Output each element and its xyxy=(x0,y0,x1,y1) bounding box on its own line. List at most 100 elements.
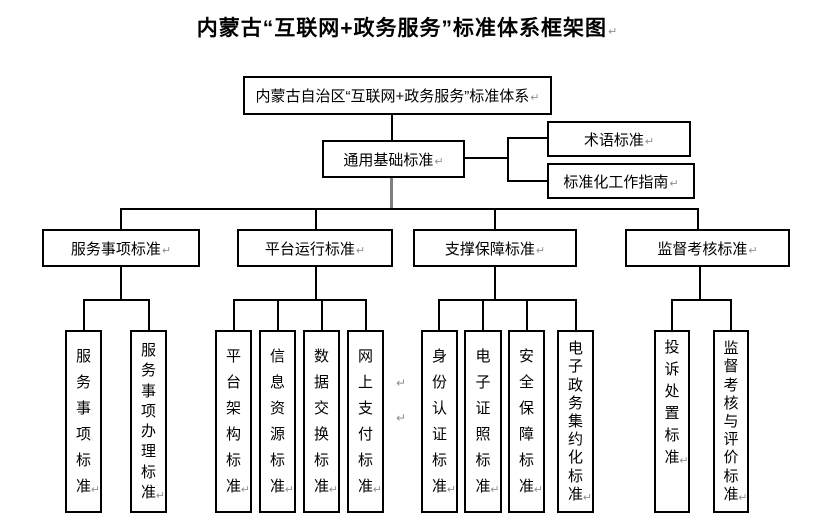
paragraph-mark: ↵ xyxy=(434,155,444,168)
vertical-char: 标 xyxy=(225,452,241,469)
vertical-char: 照 xyxy=(475,426,491,443)
vertical-char: 标 xyxy=(140,463,156,481)
vertical-char: 证 xyxy=(431,426,447,443)
node-root-label: 内蒙古自治区“互联网+政务服务”标准体系 xyxy=(255,88,530,105)
vertical-char: 数 xyxy=(313,348,329,365)
paragraph-mark: ↵ xyxy=(240,484,250,496)
node-electronic-license: 电子证照标准↵ xyxy=(464,330,502,513)
vertical-char: 务 xyxy=(75,374,91,391)
connector-line xyxy=(438,299,440,331)
vertical-char: 政 xyxy=(567,376,583,394)
vertical-char: 准↵ xyxy=(431,478,456,496)
connector-line xyxy=(438,299,577,301)
connector-line xyxy=(671,299,732,301)
paragraph-mark: ↵ xyxy=(669,177,679,190)
node-service-items-standards: 服务事项标准↵ xyxy=(42,229,200,267)
vertical-char: 化 xyxy=(567,449,583,467)
node-online-payment: 网上支付标准↵ xyxy=(347,330,384,513)
vertical-char: 集 xyxy=(567,412,583,430)
connector-line xyxy=(315,208,317,230)
connector-line xyxy=(507,137,509,182)
connector-line xyxy=(494,208,496,230)
vertical-char: 准↵ xyxy=(75,478,100,496)
vertical-char: 办 xyxy=(140,423,156,441)
paragraph-mark: ↵ xyxy=(535,244,546,257)
node-service-items: 服务事项标准↵ xyxy=(65,330,102,513)
vertical-char: 资 xyxy=(269,400,285,417)
connector-line xyxy=(482,299,484,331)
node-standardization-guide-label: 标准化工作指南 xyxy=(563,173,669,191)
vertical-char: 价 xyxy=(723,449,739,467)
node-service-items-handling: 服务事项办理标准↵ xyxy=(130,330,167,513)
vertical-char: 服 xyxy=(75,348,91,365)
vertical-char: 源 xyxy=(269,426,285,443)
vertical-char: 务 xyxy=(567,394,583,412)
vertical-char: 考 xyxy=(723,376,739,394)
vertical-char: 准↵ xyxy=(518,478,543,496)
connector-line xyxy=(699,267,701,301)
vertical-char: 份 xyxy=(431,374,447,391)
node-general-standards: 通用基础标准↵ xyxy=(322,140,465,178)
vertical-char: 准↵ xyxy=(664,449,689,467)
paragraph-mark: ↵ xyxy=(679,455,689,467)
vertical-char: 保 xyxy=(518,400,534,417)
paragraph-mark: ↵ xyxy=(533,484,543,496)
vertical-char: 核 xyxy=(723,394,739,412)
connector-line xyxy=(507,137,547,139)
vertical-char: 监 xyxy=(723,340,739,358)
connector-line xyxy=(671,299,673,331)
node-support-guarantee-standards: 支撑保障标准↵ xyxy=(413,229,577,267)
node-egov-intensification: 电子政务集约化标准↵ xyxy=(557,330,594,513)
connector-line xyxy=(148,299,150,331)
node-platform-operation-standards: 平台运行标准↵ xyxy=(237,229,393,267)
paragraph-mark: ↵ xyxy=(748,244,758,257)
vertical-char: 务 xyxy=(140,362,156,380)
vertical-char: 安 xyxy=(518,348,534,365)
node-standardization-guide: 标准化工作指南↵ xyxy=(547,163,695,199)
vertical-char: 标 xyxy=(567,467,583,485)
connector-line xyxy=(391,115,393,140)
vertical-char: 督 xyxy=(723,358,739,376)
vertical-char: 全 xyxy=(518,374,534,391)
paragraph-mark: ↵ xyxy=(644,135,655,148)
connector-line xyxy=(315,267,317,301)
connector-line xyxy=(697,208,699,230)
vertical-char: 平 xyxy=(225,348,241,365)
paragraph-mark: ↵ xyxy=(161,244,172,257)
node-platform-operation-standards-label: 平台运行标准 xyxy=(264,240,355,258)
node-supervision-assessment-standards-label: 监督考核标准 xyxy=(657,240,748,258)
connector-line xyxy=(321,299,323,331)
vertical-char: 服 xyxy=(140,342,156,360)
vertical-char: 事 xyxy=(140,382,156,400)
vertical-char: 身 xyxy=(431,348,447,365)
paragraph-mark: ↵ xyxy=(355,244,366,257)
vertical-char: 信 xyxy=(269,348,285,365)
vertical-char: 准↵ xyxy=(475,478,500,496)
vertical-char: 据 xyxy=(313,374,329,391)
vertical-char: 网 xyxy=(357,348,373,365)
vertical-char: 准↵ xyxy=(357,478,382,496)
vertical-char: 认 xyxy=(431,400,447,417)
vertical-char: 换 xyxy=(313,426,329,443)
diagram-title: 内蒙古“互联网+政务服务”标准体系框架图↵ xyxy=(0,12,815,42)
vertical-char: 评 xyxy=(723,431,739,449)
connector-line xyxy=(526,299,528,331)
vertical-char: 上 xyxy=(357,374,373,391)
vertical-char: 标 xyxy=(518,452,534,469)
connector-line xyxy=(233,299,367,301)
paragraph-mark: ↵ xyxy=(490,484,500,496)
vertical-char: 子 xyxy=(475,374,491,391)
connector-line xyxy=(233,299,235,331)
paragraph-mark: ↵ xyxy=(738,491,748,504)
vertical-char: 障 xyxy=(518,426,534,443)
vertical-char: 准↵ xyxy=(269,478,294,496)
vertical-char: 交 xyxy=(313,400,329,417)
vertical-char: 台 xyxy=(225,374,241,391)
node-general-standards-label: 通用基础标准 xyxy=(343,151,434,169)
vertical-char: 付 xyxy=(357,426,373,443)
vertical-char: 标 xyxy=(431,452,447,469)
paragraph-mark: ↵ xyxy=(155,489,165,502)
paragraph-mark: ↵ xyxy=(446,484,456,496)
node-identity-authentication: 身份认证标准↵ xyxy=(421,330,458,513)
